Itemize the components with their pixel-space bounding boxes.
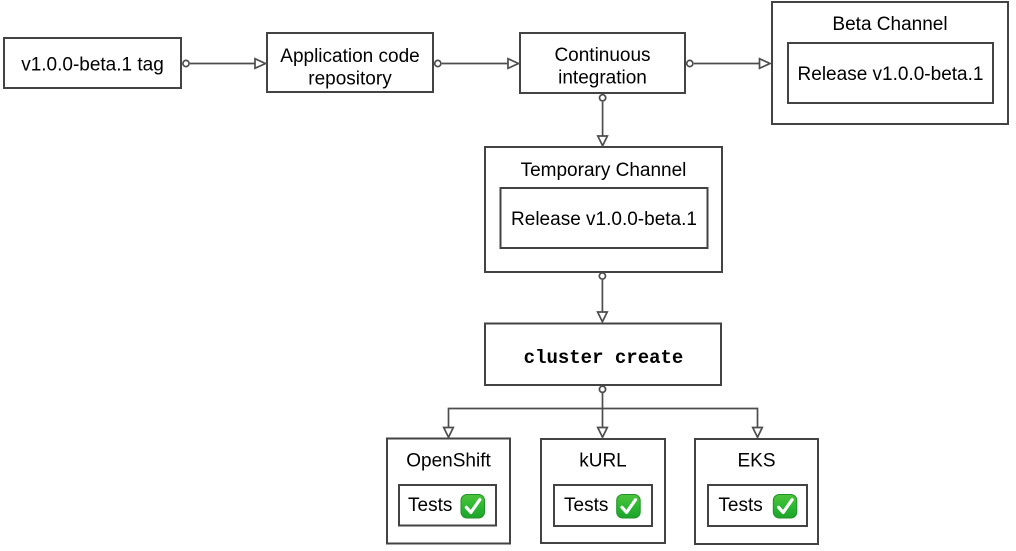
svg-text:kURL: kURL bbox=[579, 451, 627, 472]
svg-text:integration: integration bbox=[558, 68, 647, 89]
svg-text:Tests: Tests bbox=[564, 495, 608, 516]
svg-text:EKS: EKS bbox=[737, 451, 775, 472]
svg-text:OpenShift: OpenShift bbox=[406, 450, 491, 471]
svg-text:cluster create: cluster create bbox=[524, 347, 684, 369]
svg-text:Application code: Application code bbox=[280, 46, 419, 67]
svg-text:Tests: Tests bbox=[408, 495, 452, 516]
svg-text:Release v1.0.0-beta.1: Release v1.0.0-beta.1 bbox=[511, 209, 697, 230]
svg-text:Beta Channel: Beta Channel bbox=[832, 14, 947, 35]
svg-text:Tests: Tests bbox=[718, 495, 762, 516]
svg-text:Continuous: Continuous bbox=[554, 45, 650, 66]
svg-text:v1.0.0-beta.1 tag: v1.0.0-beta.1 tag bbox=[21, 55, 164, 76]
svg-text:Release v1.0.0-beta.1: Release v1.0.0-beta.1 bbox=[798, 64, 984, 85]
svg-text:repository: repository bbox=[308, 69, 392, 90]
svg-text:Temporary Channel: Temporary Channel bbox=[521, 160, 687, 181]
